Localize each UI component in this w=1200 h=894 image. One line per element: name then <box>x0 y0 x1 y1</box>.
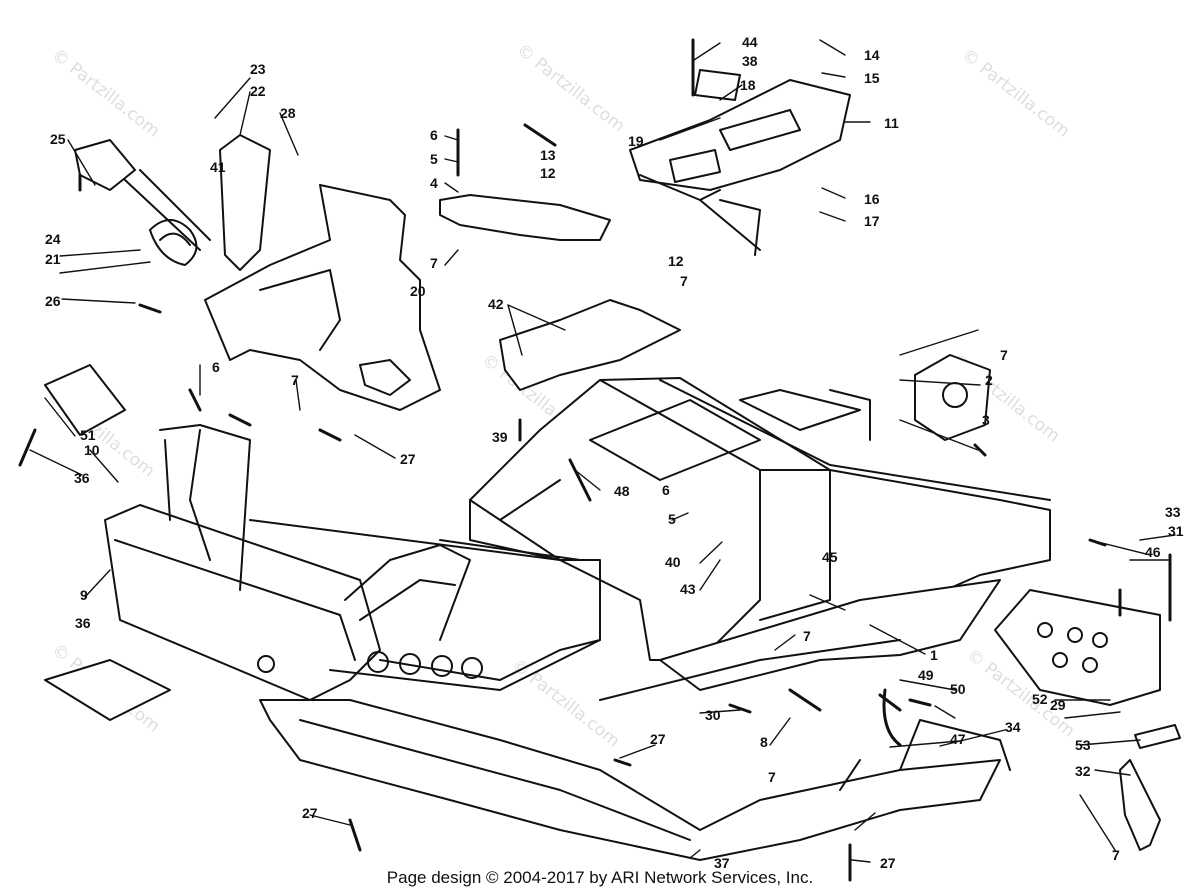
callout-10: 10 <box>84 442 100 458</box>
callout-53: 53 <box>1075 737 1091 753</box>
callout-20: 20 <box>410 283 426 299</box>
callout-1: 1 <box>930 647 938 663</box>
callout-13: 13 <box>540 147 556 163</box>
callout-27: 27 <box>650 731 666 747</box>
callout-12: 12 <box>668 253 684 269</box>
callout-21: 21 <box>45 251 61 267</box>
callout-6: 6 <box>662 482 670 498</box>
callout-27: 27 <box>880 855 896 871</box>
callout-7: 7 <box>430 255 438 271</box>
callout-36: 36 <box>75 615 91 631</box>
callout-51: 51 <box>80 427 96 443</box>
callout-38: 38 <box>742 53 758 69</box>
callout-8: 8 <box>760 734 768 750</box>
nosecone-bracket-part <box>204 184 441 411</box>
callout-17: 17 <box>864 213 880 229</box>
tow-hook-part <box>1119 759 1161 851</box>
callout-24: 24 <box>45 231 61 247</box>
callout-11: 11 <box>884 115 899 131</box>
callout-27: 27 <box>302 805 318 821</box>
callout-46: 46 <box>1145 544 1161 560</box>
callout-7: 7 <box>291 372 299 388</box>
callout-5: 5 <box>668 511 676 527</box>
callout-48: 48 <box>614 483 630 499</box>
callout-12: 12 <box>540 165 556 181</box>
frame-tunnel-part <box>469 377 1051 661</box>
callout-14: 14 <box>864 47 880 63</box>
callout-3: 3 <box>982 412 990 428</box>
engine-plate-part <box>914 354 991 441</box>
callout-31: 31 <box>1168 523 1184 539</box>
front-bumper-part <box>104 424 601 701</box>
callout-32: 32 <box>1075 763 1091 779</box>
callout-19: 19 <box>628 133 644 149</box>
callout-15: 15 <box>864 70 880 86</box>
callout-37: 37 <box>714 855 730 871</box>
belly-pan-part <box>259 699 1011 861</box>
callout-47: 47 <box>950 731 966 747</box>
fastener-marks <box>18 38 1172 882</box>
callout-33: 33 <box>1165 504 1181 520</box>
strap-plate-part <box>1134 724 1181 749</box>
callout-50: 50 <box>950 681 966 697</box>
callout-27: 27 <box>400 451 416 467</box>
callout-26: 26 <box>45 293 61 309</box>
leader-lines <box>29 39 1176 863</box>
callout-16: 16 <box>864 191 880 207</box>
callout-45: 45 <box>822 549 838 565</box>
callout-39: 39 <box>492 429 508 445</box>
callout-6: 6 <box>212 359 220 375</box>
callout-28: 28 <box>280 105 296 121</box>
rear-panel-part <box>994 589 1161 706</box>
callout-7: 7 <box>768 769 776 785</box>
callout-41: 41 <box>210 159 226 175</box>
callout-9: 9 <box>80 587 88 603</box>
callout-4: 4 <box>430 175 438 191</box>
callout-30: 30 <box>705 707 721 723</box>
callout-29: 29 <box>1050 697 1066 713</box>
callout-6: 6 <box>430 127 438 143</box>
callout-7: 7 <box>1112 847 1120 863</box>
callout-18: 18 <box>740 77 756 93</box>
console-panel-part <box>439 69 851 256</box>
strap-part <box>219 134 271 271</box>
callout-43: 43 <box>680 581 696 597</box>
page-footer: Page design © 2004-2017 by ARI Network S… <box>386 868 814 887</box>
callout-5: 5 <box>430 151 438 167</box>
callout-2: 2 <box>985 372 993 388</box>
callout-36: 36 <box>74 470 90 486</box>
intake-boot-part <box>74 139 211 266</box>
callout-52: 52 <box>1032 691 1048 707</box>
callout-7: 7 <box>680 273 688 289</box>
callout-42: 42 <box>488 296 504 312</box>
callout-49: 49 <box>918 667 934 683</box>
kick-plate-part <box>44 659 171 721</box>
callout-23: 23 <box>250 61 266 77</box>
callout-44: 44 <box>742 34 758 50</box>
callout-7: 7 <box>1000 347 1008 363</box>
front-mount-plate-part <box>44 364 126 436</box>
callout-34: 34 <box>1005 719 1021 735</box>
callout-40: 40 <box>665 554 681 570</box>
side-rail-part <box>599 579 1001 701</box>
callout-22: 22 <box>250 83 266 99</box>
callout-7: 7 <box>803 628 811 644</box>
mount-bracket-part <box>499 299 681 391</box>
callout-25: 25 <box>50 131 66 147</box>
